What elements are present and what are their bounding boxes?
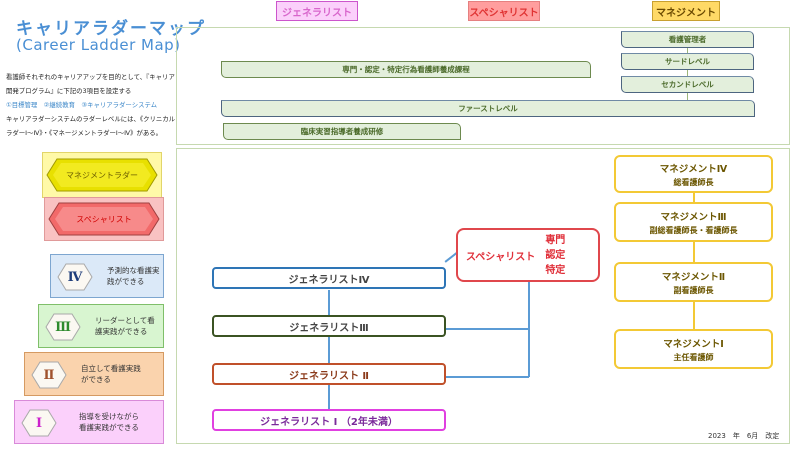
specialist-label: スペシャリスト [466,251,536,263]
legend-level-3: Ⅲ リーダーとして看護実践ができる [38,304,164,348]
hexagon-icon: Ⅱ [31,360,67,389]
generalist-level-2: ジェネラリスト Ⅱ [212,363,446,385]
legend-level-4: Ⅳ 予測的な看護実践ができる [50,254,164,298]
level-numeral: Ⅳ [67,269,83,285]
specialist-box: スペシャリスト 専門 認定 特定 [456,228,600,282]
legend-level-2: Ⅱ 自立して看護実践ができる [24,352,164,396]
hexagon-icon: Ⅲ [45,312,81,341]
legend-management-ladder: マネジメントラダー [42,152,162,198]
level-description: 自立して看護実践ができる [81,364,141,384]
legend-management-label: マネジメントラダー [66,170,138,180]
bar-specialist-course: 専門・認定・特定行為看護師養成課程 [221,61,591,78]
bar-second-level: セカンドレベル [621,76,754,93]
connector-line [328,290,330,410]
hex-banner-icon [46,158,158,192]
management-title: マネジメントⅠ [663,338,724,350]
level-numeral: Ⅲ [55,319,71,335]
generalist-level-4: ジェネラリストⅣ [212,267,446,289]
connector-line [446,328,529,330]
ladder-panel [176,148,790,444]
specialist-type: 認定 [545,249,566,261]
intro-text: 看護師それぞれのキャリアアップを目的として、『キャリア開発プログラム』に下記の3… [6,70,176,140]
level-numeral: Ⅰ [35,415,43,431]
intro-line-2: キャリアラダーシステムのラダーレベルには、《クリニカルラダーⅠ～Ⅳ》・《マネージ… [6,115,176,137]
revision-date: 2023 年 6月 改定 [708,432,780,440]
management-role: 主任看護師 [673,352,714,362]
management-role: 副総看護師長・看護師長 [649,225,738,235]
generalist-level-3: ジェネラリストⅢ [212,315,446,337]
management-level-4: マネジメントⅣ 総看護師長 [614,155,773,193]
bar-third-level: サードレベル [621,53,754,70]
bar-nurse-manager: 看護管理者 [621,31,754,48]
hexagon-icon: Ⅰ [21,408,57,437]
legend-level-1: Ⅰ 指導を受けながら看護実践ができる [14,400,164,444]
tab-management: マネジメント [652,1,720,21]
level-numeral: Ⅱ [43,367,55,383]
management-level-1: マネジメントⅠ 主任看護師 [614,329,773,369]
legend-specialist: スペシャリスト [44,197,164,241]
hex-banner-icon [48,202,160,236]
intro-highlight: ①目標管理 ②継続教育 ③キャリアラダーシステム [6,101,158,109]
level-description: リーダーとして看護実践ができる [95,316,155,336]
management-title: マネジメントⅢ [660,211,727,223]
level-description: 予測的な看護実践ができる [107,266,160,286]
management-level-2: マネジメントⅡ 副看護師長 [614,262,773,302]
specialist-type: 専門 [545,234,566,246]
tab-specialist: スペシャリスト [468,1,540,21]
page-title: キャリアラダーマップ [16,19,206,39]
bar-first-level: ファーストレベル [221,100,755,117]
management-title: マネジメントⅣ [659,163,728,175]
generalist-level-1: ジェネラリスト Ⅰ （2年未満） [212,409,446,431]
tab-generalist: ジェネラリスト [276,1,358,21]
connector-line [446,376,529,378]
page-subtitle: (Career Ladder Map) [16,36,181,54]
bar-clinical-instructor: 臨床実習指導者養成研修 [223,123,461,140]
training-panel [176,27,790,145]
management-level-3: マネジメントⅢ 副総看護師長・看護師長 [614,202,773,242]
management-role: 総看護師長 [673,177,714,187]
management-role: 副看護師長 [673,285,714,295]
management-title: マネジメントⅡ [661,271,726,283]
intro-line-1: 看護師それぞれのキャリアアップを目的として、『キャリア開発プログラム』に下記の3… [6,73,175,95]
legend-specialist-label: スペシャリスト [76,214,132,224]
hexagon-icon: Ⅳ [57,262,93,291]
specialist-type: 特定 [545,264,566,276]
level-description: 指導を受けながら看護実践ができる [79,412,139,432]
